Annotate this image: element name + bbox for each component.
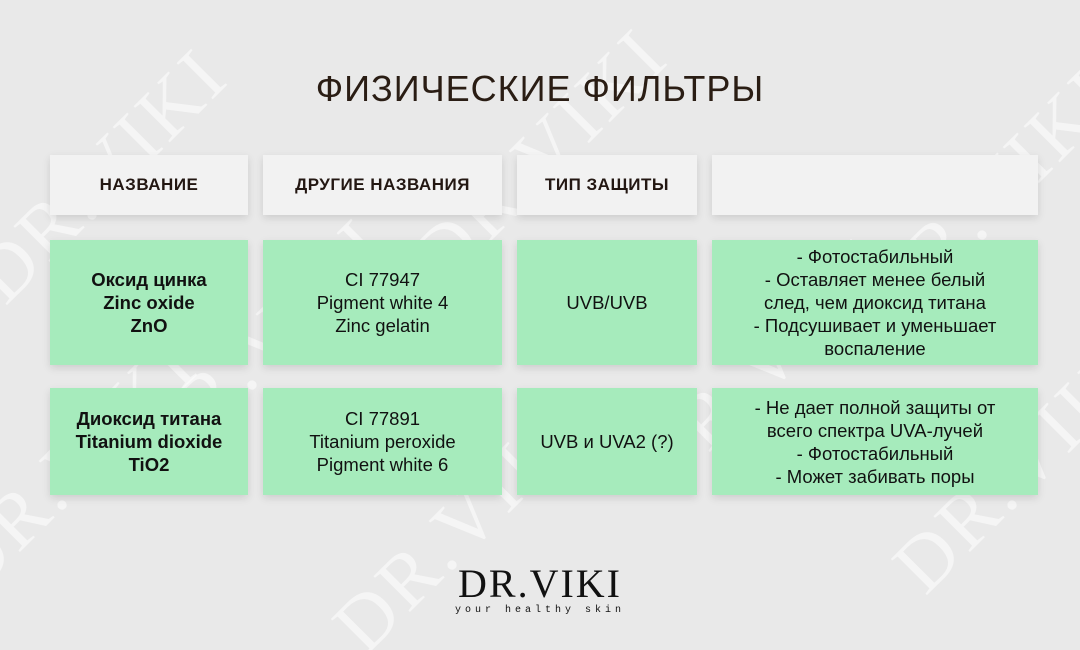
row2-other-line: CI 77891 — [344, 408, 421, 429]
row1-name-cell: Оксид цинка Zinc oxide ZnO — [50, 240, 248, 365]
row2-name-line: Titanium dioxide — [75, 431, 223, 452]
row2-name-line: TiO2 — [128, 454, 170, 475]
brand-logo: DR.VIKI your healthy skin — [0, 560, 1080, 616]
row1-name-line: ZnO — [130, 315, 168, 336]
row2-note-line: - Не дает полной защиты от — [754, 396, 996, 418]
row2-name-line: Диоксид титана — [76, 408, 222, 429]
row2-other-line: Pigment white 6 — [316, 454, 449, 475]
row1-notes-cell: - Фотостабильный - Оставляет менее белый… — [712, 240, 1038, 365]
logo-wordmark: DR.VIKI — [458, 561, 622, 606]
row1-note-line: - Оставляет менее белый — [764, 269, 986, 290]
row1-other-line: CI 77947 — [344, 269, 421, 290]
row1-name-line: Оксид цинка — [91, 269, 207, 290]
row1-other-line: Pigment white 4 — [316, 292, 449, 313]
header-protection-type: ТИП ЗАЩИТЫ — [517, 155, 697, 215]
row2-note-line: - Может забивать поры — [775, 465, 975, 487]
row2-name-cell: Диоксид титана Titanium dioxide TiO2 — [50, 388, 248, 495]
row2-other-line: Titanium peroxide — [309, 431, 456, 452]
header-name: НАЗВАНИЕ — [50, 155, 248, 215]
row2-notes-cell: - Не дает полной защиты от всего спектра… — [712, 388, 1038, 495]
logo-tagline: your healthy skin — [454, 605, 626, 616]
row1-other-line: Zinc gelatin — [335, 315, 430, 336]
row1-name-line: Zinc oxide — [103, 292, 195, 313]
header-notes — [712, 155, 1038, 215]
row1-other-cell: CI 77947 Pigment white 4 Zinc gelatin — [263, 240, 502, 365]
page-title: ФИЗИЧЕСКИЕ ФИЛЬТРЫ — [315, 68, 765, 109]
row1-note-line: - Фотостабильный — [796, 246, 954, 267]
row1-protection-cell: UVB/UVB — [517, 240, 697, 365]
header-other-names: ДРУГИЕ НАЗВАНИЯ — [263, 155, 502, 215]
row1-note-line: след, чем диоксид титана — [764, 292, 986, 313]
row2-protection-cell: UVB и UVA2 (?) — [517, 388, 697, 495]
row2-note-line: - Фотостабильный — [796, 442, 954, 464]
row1-note-line: - Подсушивает и уменьшает — [753, 315, 997, 336]
row2-protection: UVB и UVA2 (?) — [540, 431, 674, 452]
row1-note-line: воспаление — [824, 338, 926, 359]
row2-note-line: всего спектра UVA-лучей — [766, 419, 984, 441]
row1-protection: UVB/UVB — [566, 292, 648, 313]
row2-other-cell: CI 77891 Titanium peroxide Pigment white… — [263, 388, 502, 495]
